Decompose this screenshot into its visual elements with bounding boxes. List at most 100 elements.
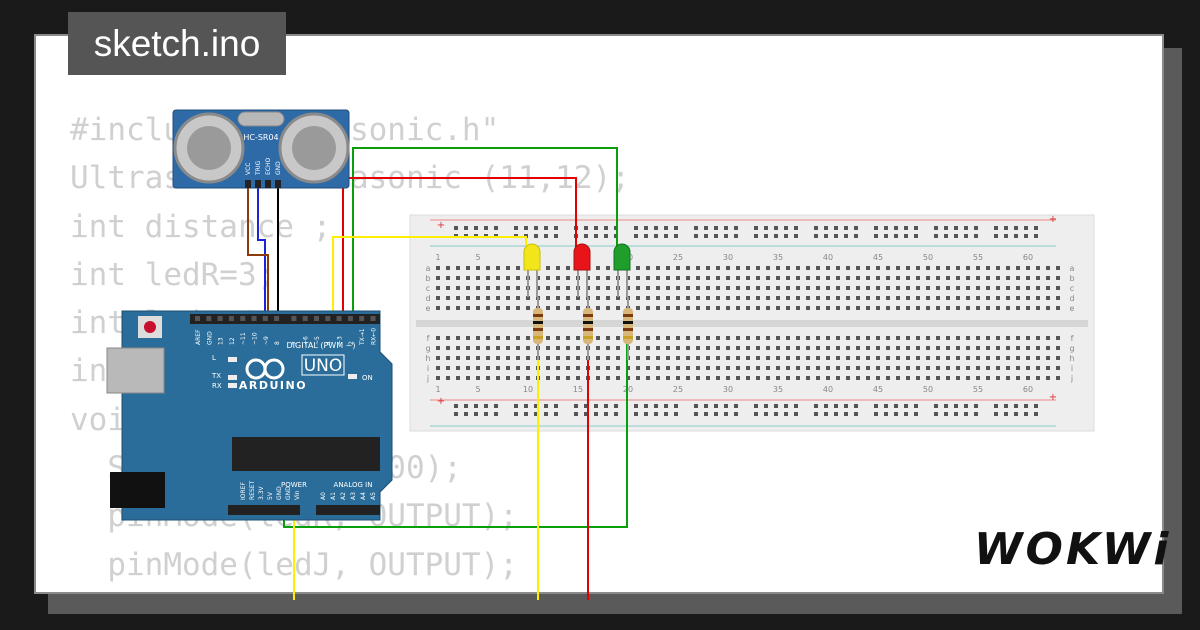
sensor-label: HC-SR04	[243, 133, 278, 142]
power-label: POWER	[281, 481, 307, 489]
tx-label: TX	[211, 372, 221, 380]
row-letter: j	[426, 374, 429, 383]
column-number: 35	[773, 253, 783, 262]
row-letter: f	[427, 334, 430, 343]
column-number: 60	[1023, 253, 1033, 262]
on-label: ON	[362, 374, 373, 382]
column-number: 30	[723, 253, 733, 262]
code-line: int ledR=3;	[70, 256, 276, 293]
l-label: L	[212, 354, 216, 362]
atmega-chip	[232, 437, 380, 471]
digital-label: DIGITAL (PWM ~)	[287, 341, 356, 350]
resistor-2	[583, 297, 593, 360]
reset-button[interactable]	[144, 321, 156, 333]
column-number: 40	[823, 253, 833, 262]
analog-header[interactable]	[316, 505, 380, 515]
yellow-led	[523, 243, 541, 297]
row-letter: d	[1069, 294, 1074, 303]
column-number: 1	[435, 385, 440, 394]
analog-pin-label: A0	[320, 492, 327, 500]
row-letter: j	[1070, 374, 1073, 383]
digital-pin-label: ~5	[314, 336, 321, 345]
wire-green-sensor	[352, 147, 618, 320]
power-pin-label: RESET	[249, 480, 256, 500]
row-letter: b	[425, 274, 430, 283]
column-number: 10	[523, 385, 533, 394]
code-line: int distance ;	[70, 208, 332, 245]
row-letter: g	[1069, 344, 1074, 353]
plus-sign: +	[437, 396, 445, 407]
sensor-pin	[265, 180, 271, 188]
power-pin-label: GND	[276, 486, 283, 500]
column-number: 60	[1023, 385, 1033, 394]
column-number: 5	[475, 385, 480, 394]
plus-sign: +	[437, 220, 445, 231]
column-number: 55	[973, 385, 983, 394]
power-header[interactable]	[228, 505, 300, 515]
digital-pin-label: 12	[229, 337, 236, 345]
wokwi-logo: WOKWi	[974, 524, 1172, 575]
digital-pin-label: GND	[206, 331, 213, 345]
sensor-pin-label: VCC	[245, 163, 252, 175]
row-letter: e	[426, 304, 431, 313]
breadboard[interactable]: 1155101015152020252530303535404045455050…	[409, 214, 1095, 432]
leds[interactable]	[523, 243, 631, 297]
plus-sign: +	[1049, 392, 1057, 403]
digital-pin-label: ~9	[263, 336, 270, 345]
digital-pin-label: 4	[325, 341, 332, 345]
sketch-title: sketch.ino	[68, 12, 286, 75]
column-number: 25	[673, 385, 683, 394]
power-pin-label: IOREF	[240, 482, 247, 500]
column-number: 50	[923, 253, 933, 262]
analog-pin-label: A2	[340, 492, 347, 500]
green-led	[613, 243, 631, 297]
digital-pin-label: 7	[291, 341, 298, 345]
row-letter: c	[1070, 284, 1074, 293]
row-letter: i	[427, 364, 429, 373]
power-pin-label: Vin	[294, 490, 301, 500]
resistor-3	[623, 297, 633, 360]
digital-header[interactable]	[190, 314, 380, 324]
digital-pin-label: AREF	[195, 329, 202, 345]
column-number: 45	[873, 253, 883, 262]
column-number: 25	[673, 253, 683, 262]
column-number: 35	[773, 385, 783, 394]
analog-pin-label: A4	[360, 492, 367, 500]
column-number: 45	[873, 385, 883, 394]
row-letter: i	[1071, 364, 1073, 373]
sensor-pin-label: ECHO	[265, 158, 272, 175]
row-letter: h	[425, 354, 430, 363]
breadboard-holes	[436, 226, 1060, 416]
digital-pin-label: ~11	[240, 332, 247, 345]
column-number: 1	[435, 253, 440, 262]
code-line: pinMode(ledJ, OUTPUT);	[70, 546, 518, 583]
analog-label: ANALOG IN	[334, 481, 373, 489]
row-letter: e	[1070, 304, 1075, 313]
analog-pin-label: A5	[370, 492, 377, 500]
column-number: 5	[475, 253, 480, 262]
column-number: 55	[973, 253, 983, 262]
power-pin-label: 5V	[267, 491, 274, 500]
analog-pin-label: A1	[330, 492, 337, 500]
column-number: 15	[573, 385, 583, 394]
digital-pin-label: 13	[218, 337, 225, 345]
digital-pin-label: 2	[348, 341, 355, 345]
resistors[interactable]	[533, 297, 633, 360]
power-pin-label: GND	[285, 486, 292, 500]
column-number: 40	[823, 385, 833, 394]
digital-pin-label: 8	[274, 341, 281, 345]
digital-pin-label: ~6	[303, 336, 310, 345]
plus-sign: +	[1049, 214, 1057, 225]
breadboard-labels: 1155101015152020252530303535404045455050…	[425, 214, 1074, 407]
row-letter: c	[426, 284, 430, 293]
sensor-pin	[275, 180, 281, 188]
wire-red-sensor	[342, 177, 577, 320]
sensor-pin-label: TRIG	[255, 160, 262, 176]
sensor-pin	[255, 180, 261, 188]
row-letter: a	[1070, 264, 1075, 273]
